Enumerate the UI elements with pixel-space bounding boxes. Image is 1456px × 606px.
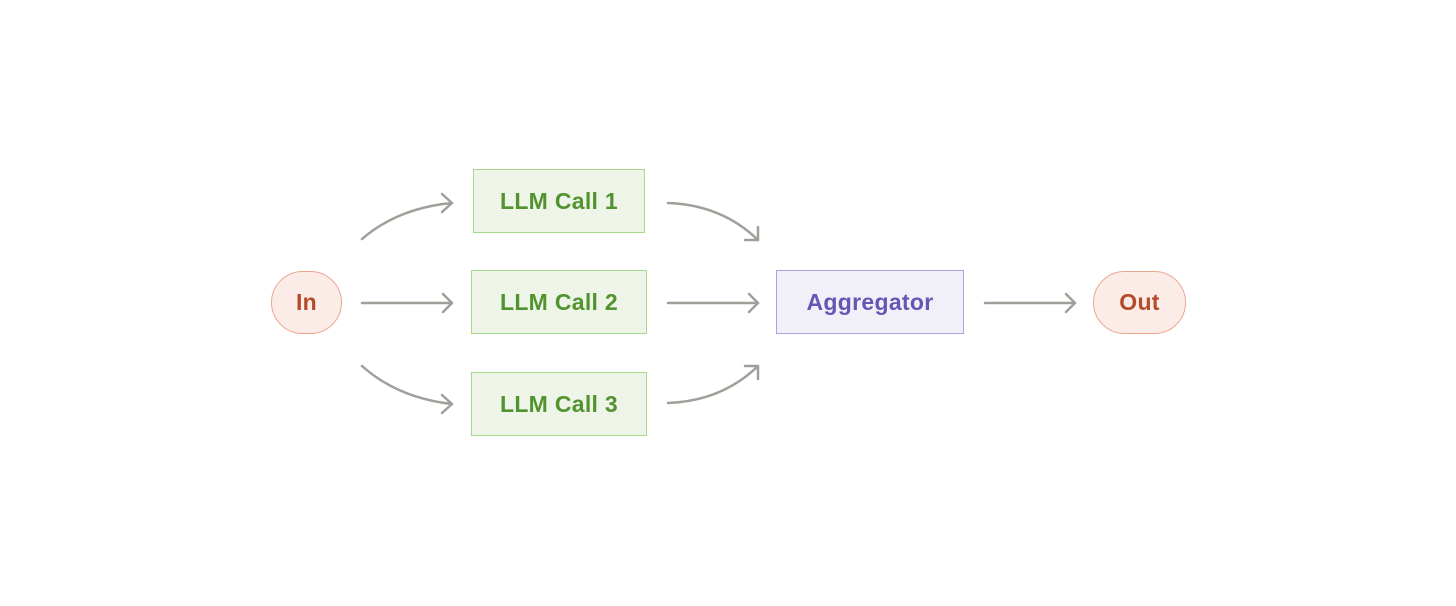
arrow-llm-call-1-to-aggregator — [666, 201, 760, 242]
llm-call-2-node: LLM Call 2 — [471, 270, 647, 334]
arrow-aggregator-to-out — [983, 292, 1077, 314]
llm-call-2-label: LLM Call 2 — [499, 288, 618, 315]
arrow-llm-call-3-to-aggregator — [666, 364, 760, 405]
output-node: Out — [1093, 271, 1186, 334]
arrow-in-to-llm-call-1 — [360, 192, 454, 241]
llm-call-3-node: LLM Call 3 — [471, 372, 647, 436]
input-label: In — [295, 289, 318, 315]
llm-call-3-label: LLM Call 3 — [499, 390, 618, 417]
llm-call-1-node: LLM Call 1 — [473, 169, 645, 233]
arrow-in-to-llm-call-2 — [360, 292, 454, 314]
output-label: Out — [1119, 289, 1160, 315]
llm-call-1-label: LLM Call 1 — [499, 187, 618, 214]
arrow-llm-call-2-to-aggregator — [666, 292, 760, 314]
aggregator-node: Aggregator — [776, 270, 964, 334]
input-node: In — [271, 271, 342, 334]
aggregator-label: Aggregator — [806, 288, 934, 315]
arrow-in-to-llm-call-3 — [360, 364, 454, 415]
